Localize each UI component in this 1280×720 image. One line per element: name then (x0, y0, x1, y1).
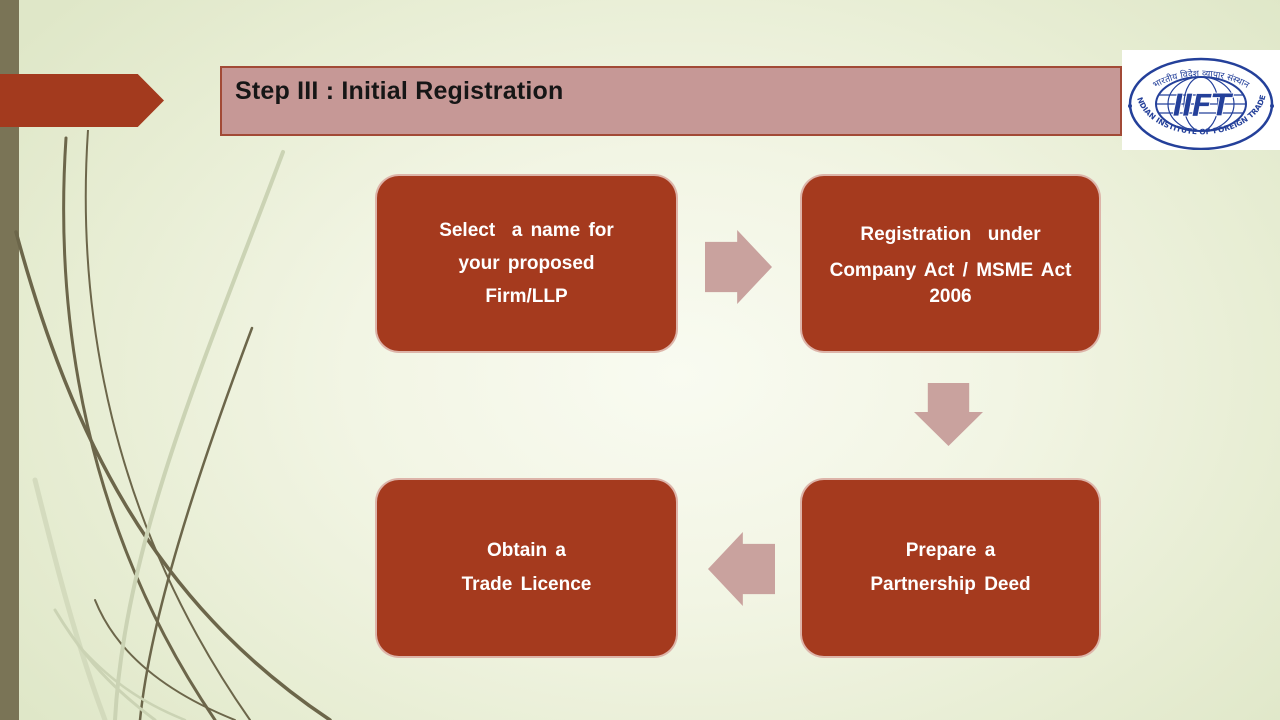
flow-arrow-left-icon (708, 532, 775, 606)
iift-logo-emblem: IIFT भारतीय विदेश व्यापार संस्थान INDIAN… (1121, 43, 1274, 151)
box-text-line: Obtain a (486, 540, 566, 561)
title-banner-arrow-icon (0, 74, 164, 127)
box-text-line: your proposed (458, 253, 595, 274)
logo-globe-grid (1156, 77, 1246, 131)
grass-blade (32, 477, 108, 720)
process-box-prepare-partnership-deed: Prepare a Partnership Deed (800, 478, 1101, 658)
grass-blade (94, 599, 236, 720)
process-box-select-name: Select a name for your proposed Firm/LLP (375, 174, 678, 353)
grass-blade (84, 130, 251, 720)
box-text-line: Company Act / MSME Act 2006 (829, 259, 1080, 307)
grass-blade (113, 150, 285, 720)
box-text-line: Registration under (860, 223, 1041, 245)
box-text-line: Partnership Deed (870, 574, 1031, 595)
flow-arrow-down-icon (914, 383, 983, 446)
grass-blade (76, 643, 187, 720)
title-bar: Step III : Initial Registration (220, 66, 1122, 136)
flow-arrow-right-icon (705, 230, 772, 304)
logo-acronym: IIFT (1172, 88, 1234, 124)
box-text-line: Firm/LLP (485, 286, 568, 307)
grass-blade (53, 608, 157, 720)
logo-dot-right (1270, 104, 1274, 108)
grass-blade (14, 230, 332, 720)
process-box-registration: Registration under Company Act / MSME Ac… (800, 174, 1101, 353)
box-text-line: Select a name for (439, 220, 614, 241)
logo-dot-left (1128, 104, 1132, 108)
grass-blade (138, 326, 254, 720)
slide-title: Step III : Initial Registration (235, 77, 564, 105)
process-box-obtain-trade-licence: Obtain a Trade Licence (375, 478, 678, 658)
box-text-line: Prepare a (905, 540, 996, 561)
box-text-line: Trade Licence (461, 574, 592, 595)
iift-logo: IIFT भारतीय विदेश व्यापार संस्थान INDIAN… (1121, 43, 1280, 151)
grass-blade (62, 136, 217, 720)
